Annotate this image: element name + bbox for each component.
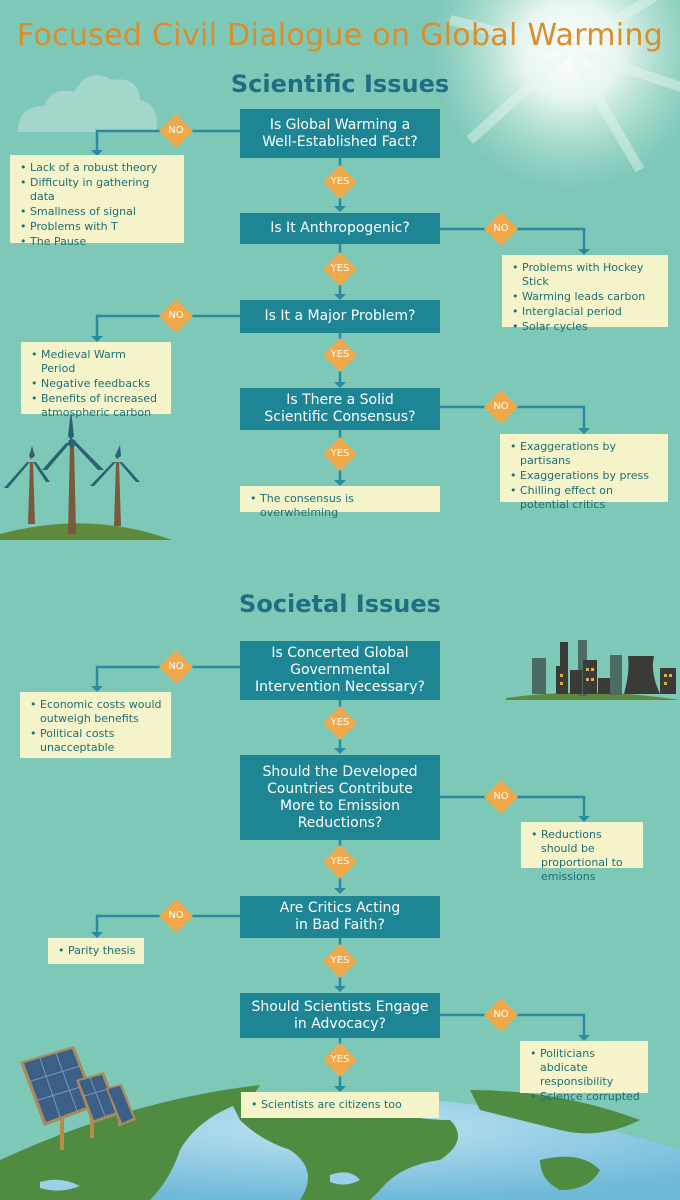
question-developed-countries: Should the Developed Countries Contribut… xyxy=(240,755,440,840)
no-diamond: NO xyxy=(159,114,193,148)
question-governmental-intervention: Is Concerted Global Governmental Interve… xyxy=(240,641,440,700)
no-diamond: NO xyxy=(484,998,518,1032)
no-diamond: NO xyxy=(159,899,193,933)
list-item: Problems with Hockey Stick xyxy=(512,261,660,289)
yes-diamond: YES xyxy=(323,252,357,286)
list-item: Warming leads carbon xyxy=(512,290,660,304)
answer-box-not-anthropogenic: Problems with Hockey Stick Warming leads… xyxy=(502,255,668,334)
section-heading-societal: Societal Issues xyxy=(239,590,441,618)
list-item: Medieval Warm Period xyxy=(31,348,163,376)
list-item: Scientists are citizens too xyxy=(251,1098,431,1112)
section-heading-scientific: Scientific Issues xyxy=(230,70,450,98)
list-item: Benefits of increased atmospheric carbon xyxy=(31,392,163,420)
sun-icon xyxy=(430,0,680,190)
list-item: Problems with T xyxy=(20,220,176,234)
no-diamond: NO xyxy=(159,299,193,333)
yes-diamond: YES xyxy=(323,706,357,740)
list-item: Interglacial period xyxy=(512,305,660,319)
list-item: Solar cycles xyxy=(512,320,660,334)
answer-box-no-intervention: Economic costs would outweigh benefits P… xyxy=(20,692,171,758)
answer-box-parity-thesis: Parity thesis xyxy=(48,938,144,964)
question-well-established-fact: Is Global Warming a Well-Established Fac… xyxy=(240,109,440,158)
no-diamond: NO xyxy=(484,780,518,814)
no-diamond: NO xyxy=(484,212,518,246)
answer-box-no-consensus: Exaggerations by partisans Exaggerations… xyxy=(500,434,668,511)
list-item: The consensus is overwhelming xyxy=(250,492,432,520)
list-item: Politicians abdicate responsibility xyxy=(530,1047,640,1089)
solar-panel-icon xyxy=(20,1046,136,1150)
answer-box-consensus-overwhelming: The consensus is overwhelming xyxy=(240,486,440,519)
answer-box-no-advocacy: Politicians abdicate responsibility Scie… xyxy=(520,1041,648,1104)
list-item: Political costs unacceptable xyxy=(30,727,163,755)
list-item: Lack of a robust theory xyxy=(20,161,176,175)
no-diamond: NO xyxy=(159,650,193,684)
cloud-icon xyxy=(18,75,157,132)
list-item: Chilling effect on potential critics xyxy=(510,484,660,512)
yes-diamond: YES xyxy=(323,165,357,199)
list-item: Negative feedbacks xyxy=(31,377,163,391)
list-item: Difficulty in gathering data xyxy=(20,176,176,204)
answer-box-not-major-problem: Medieval Warm Period Negative feedbacks … xyxy=(21,342,171,419)
question-major-problem: Is It a Major Problem? xyxy=(240,300,440,333)
earth-icon xyxy=(0,1085,680,1200)
question-scientific-consensus: Is There a Solid Scientific Consensus? xyxy=(240,388,440,430)
yes-diamond: YES xyxy=(323,338,357,372)
list-item: Exaggerations by partisans xyxy=(510,440,660,468)
flowchart-arrowheads xyxy=(91,150,590,1092)
list-item: Smallness of signal xyxy=(20,205,176,219)
answer-box-proportional-reductions: Reductions should be proportional to emi… xyxy=(521,822,643,883)
factory-icon xyxy=(506,640,680,700)
answer-box-not-established: Lack of a robust theory Difficulty in ga… xyxy=(10,155,184,249)
list-item: Parity thesis xyxy=(58,944,136,958)
list-item: The Pause xyxy=(20,235,176,249)
list-item: Economic costs would outweigh benefits xyxy=(30,698,163,726)
wind-turbine-icon xyxy=(0,410,172,540)
list-item: Science corrupted xyxy=(530,1090,640,1104)
answer-box-scientists-citizens: Scientists are citizens too xyxy=(241,1092,439,1118)
yes-diamond: YES xyxy=(323,437,357,471)
list-item: Exaggerations by press xyxy=(510,469,660,483)
yes-diamond: YES xyxy=(323,845,357,879)
question-scientists-advocacy: Should Scientists Engage in Advocacy? xyxy=(240,993,440,1038)
question-anthropogenic: Is It Anthropogenic? xyxy=(240,213,440,244)
list-item: Reductions should be proportional to emi… xyxy=(531,828,635,884)
yes-diamond: YES xyxy=(323,1043,357,1077)
yes-diamond: YES xyxy=(323,944,357,978)
page-title: Focused Civil Dialogue on Global Warming xyxy=(16,18,664,53)
question-critics-bad-faith: Are Critics Acting in Bad Faith? xyxy=(240,896,440,938)
no-diamond: NO xyxy=(484,390,518,424)
